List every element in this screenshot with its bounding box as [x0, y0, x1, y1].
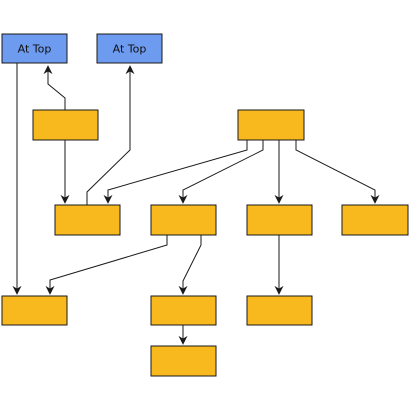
edge-b-to-f: [295, 140, 380, 204]
node-label: At Top: [113, 43, 147, 56]
node-i: [246, 295, 313, 326]
edge-b-to-d: [178, 140, 264, 204]
edge-b-to-c: [103, 140, 248, 204]
nodes: At Top At Top: [1, 33, 409, 377]
node-e: [246, 204, 313, 236]
edges: [12, 63, 380, 345]
edge-a-to-top-left: [43, 65, 66, 110]
node-h: [150, 295, 217, 326]
node-label: At Top: [18, 43, 52, 56]
node-b: [237, 109, 305, 141]
node-g: [1, 295, 68, 326]
node-c: [54, 204, 121, 236]
node-d: [150, 204, 217, 236]
edge-d-to-g: [45, 235, 168, 295]
node-at-top-left: At Top: [1, 33, 68, 64]
node-f: [341, 204, 409, 236]
node-j: [150, 345, 217, 377]
edge-c-to-top-right: [86, 65, 135, 205]
node-a: [32, 109, 99, 141]
edge-d-to-h: [178, 235, 202, 295]
node-at-top-right: At Top: [96, 33, 163, 64]
